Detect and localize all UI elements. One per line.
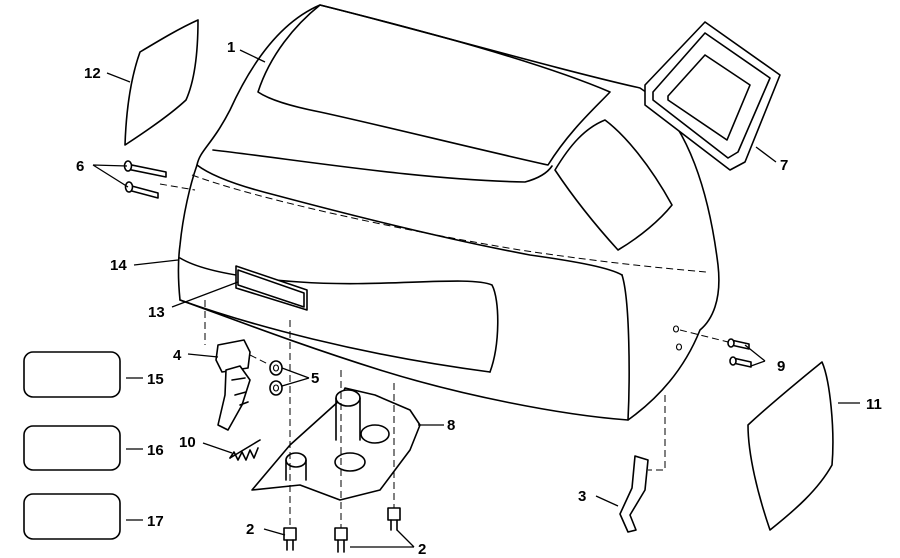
decal-plate-part-17 xyxy=(23,493,121,540)
callout-13: 13 xyxy=(148,304,165,321)
callout-17: 17 xyxy=(147,513,164,530)
callout-3: 3 xyxy=(578,488,586,505)
latch-part-4 xyxy=(215,339,251,431)
callout-1: 1 xyxy=(227,39,235,56)
washers-part-5 xyxy=(269,360,283,396)
screws-part-6 xyxy=(123,160,196,199)
callout-14: 14 xyxy=(110,257,127,274)
decal-part-11 xyxy=(747,361,834,531)
callout-2-left: 2 xyxy=(246,521,254,538)
callout-15: 15 xyxy=(147,371,164,388)
clip-part-3 xyxy=(619,455,649,533)
bracket-part-8 xyxy=(251,387,421,501)
callout-11: 11 xyxy=(866,396,882,413)
leader-lines xyxy=(92,49,860,548)
decal-plate-part-15 xyxy=(23,351,121,398)
callout-9: 9 xyxy=(777,358,785,375)
engine-cover-part-1 xyxy=(177,4,720,421)
callout-5: 5 xyxy=(311,370,319,387)
bolts-part-2 xyxy=(283,507,401,553)
callout-4: 4 xyxy=(173,347,182,364)
callout-10: 10 xyxy=(179,434,196,451)
window-seal-part-7 xyxy=(644,21,781,171)
label-plate-part-13 xyxy=(235,265,308,311)
callout-16: 16 xyxy=(147,442,164,459)
assembly-lines xyxy=(204,300,666,528)
callout-12: 12 xyxy=(84,65,101,82)
decal-part-12 xyxy=(124,19,199,146)
callout-8: 8 xyxy=(447,417,455,434)
spring-part-10 xyxy=(229,439,261,461)
callout-7: 7 xyxy=(780,157,788,174)
callout-2-right: 2 xyxy=(418,541,426,558)
callout-6: 6 xyxy=(76,158,84,175)
decal-plate-part-16 xyxy=(23,425,121,471)
